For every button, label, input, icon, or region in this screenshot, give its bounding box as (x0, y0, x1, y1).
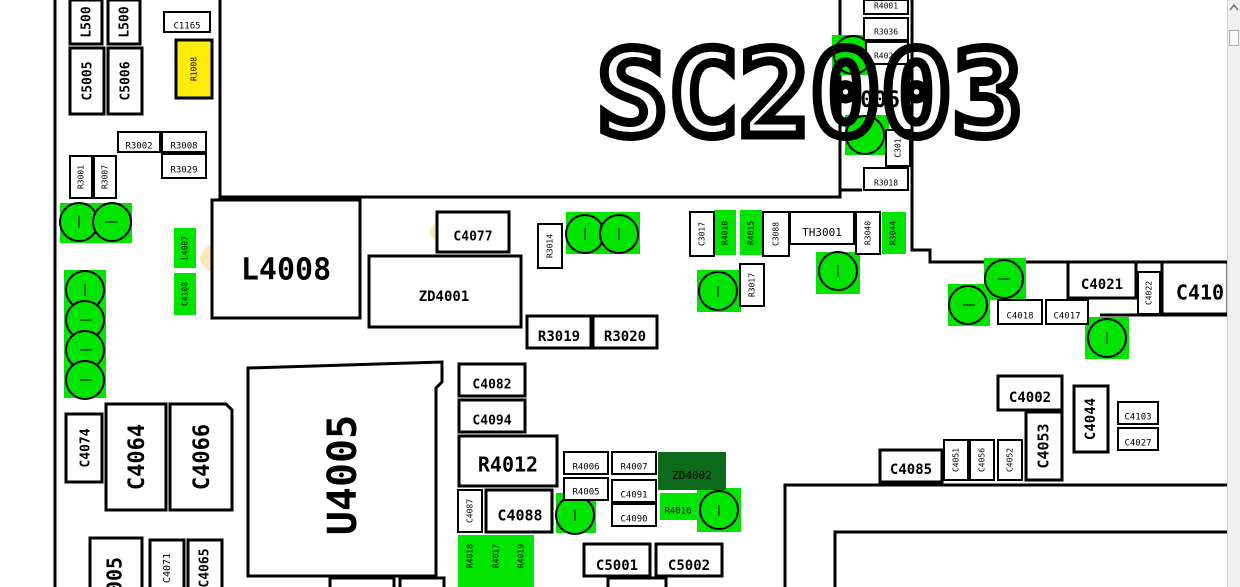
component-label-r3001: R3001 (77, 165, 86, 189)
component-label-l5003: L500 (80, 6, 95, 37)
component-label-c5005: C5005 (81, 61, 96, 100)
component-label-r3002: R3002 (125, 142, 152, 152)
vertical-scrollbar[interactable] (1227, 0, 1240, 587)
component-label-r4001: R4001 (874, 2, 898, 11)
component-label-l4008: L4008 (241, 253, 331, 288)
r1008-yellow-pad (174, 38, 214, 100)
component-label-r3017: R3017 (748, 273, 757, 297)
green-vias (59, 35, 1127, 535)
component-label-c4074: C4074 (79, 428, 94, 467)
component-label-c4065: C4065 (198, 548, 213, 587)
u4005-outline (246, 360, 444, 578)
component-label-c4021: C4021 (1081, 277, 1123, 293)
component-label-c4017: C4017 (1053, 312, 1080, 322)
component-label-c1165: C1165 (173, 22, 200, 32)
component-label-c4018: C4018 (1006, 312, 1033, 322)
component-label-r4017: R4017 (492, 544, 501, 568)
component-label-zd4001: ZD4001 (419, 289, 470, 305)
component-label-c4105: C410 (1176, 281, 1224, 305)
component-label-r3020: R3020 (604, 329, 646, 345)
component-label-r3044: R3044 (889, 221, 898, 245)
component-label-c4091: C4091 (620, 491, 647, 501)
component-label-c4053: C4053 (1035, 423, 1053, 468)
component-label-r1008: R1008 (190, 57, 199, 81)
component-label-r3036: R3036 (874, 28, 898, 37)
component-label-r3019: R3019 (538, 329, 580, 345)
component-label-r3006: 006 (860, 88, 900, 113)
component-label-r3014: R3014 (546, 234, 555, 258)
component-label-r3007: R3007 (101, 165, 110, 189)
component-label-c5005b: 005 (103, 557, 127, 587)
component-label-c4002: C4002 (1009, 390, 1051, 406)
component-label-c4085: C4085 (890, 462, 932, 478)
component-label-c3016: C301 (894, 138, 903, 157)
component-label-c5002: C5002 (668, 558, 710, 574)
via-ticks (78, 215, 1108, 521)
component-label-c4022: C4022 (1145, 281, 1154, 305)
component-label-r4012: R4012 (478, 453, 538, 477)
component-label-r4015: R4015 (747, 221, 756, 245)
component-label-c4051: C4051 (952, 448, 961, 472)
component-label-r4005: R4005 (572, 488, 599, 498)
component-label-c4094: C4094 (472, 414, 511, 429)
component-label-c5001: C5001 (596, 558, 638, 574)
component-label-r4010: R4010 (721, 221, 730, 245)
component-label-c3088: C3088 (772, 222, 781, 246)
component-label-r4023: R4023 (874, 52, 898, 61)
component-label-c4066: C4066 (190, 424, 215, 490)
component-label-r4016: R4016 (664, 507, 691, 517)
board-title: SC2003 (597, 25, 1023, 163)
component-label-c4087: C4087 (466, 499, 475, 523)
component-label-r4018: R4018 (466, 544, 475, 568)
component-label-th3001: TH3001 (802, 226, 842, 239)
component-label-c4071: C4071 (162, 553, 173, 583)
component-label-c4108: C4108 (181, 282, 190, 306)
scroll-thumb[interactable] (1229, 30, 1239, 46)
scroll-up-icon[interactable] (1229, 2, 1239, 14)
component-label-r3008: R3008 (170, 142, 197, 152)
component-label-c4077: C4077 (453, 230, 492, 245)
component-label-c4044: C4044 (1083, 398, 1099, 440)
component-label-c4064: C4064 (125, 424, 150, 490)
component-label-l5002: L500 (118, 6, 133, 37)
component-label-c3017: C3017 (698, 222, 707, 246)
component-label-c4090: C4090 (620, 515, 647, 525)
component-label-r3040: R3040 (864, 221, 873, 245)
component-label-r4006: R4006 (572, 463, 599, 473)
zd4002-dark-pad (658, 452, 726, 490)
component-label-r3018: R3018 (874, 179, 898, 188)
component-label-c4103: C4103 (1124, 413, 1151, 423)
component-label-c4052: C4052 (1006, 448, 1015, 472)
component-label-r3029: R3029 (170, 166, 197, 176)
component-label-c4088: C4088 (497, 507, 542, 525)
component-label-c5006: C5006 (119, 61, 134, 100)
component-label-r4019: R4019 (517, 544, 526, 568)
component-label-zd4002: ZD4002 (672, 469, 712, 482)
component-label-c4082: C4082 (472, 378, 511, 393)
component-label-c4056: C4056 (978, 448, 987, 472)
component-label-r4007: R4007 (620, 463, 647, 473)
component-boxes (64, 0, 1230, 587)
component-label-l4007: L4007 (181, 236, 190, 260)
component-label-u4005: U4005 (320, 415, 366, 535)
component-label-c4027: C4027 (1124, 439, 1151, 449)
